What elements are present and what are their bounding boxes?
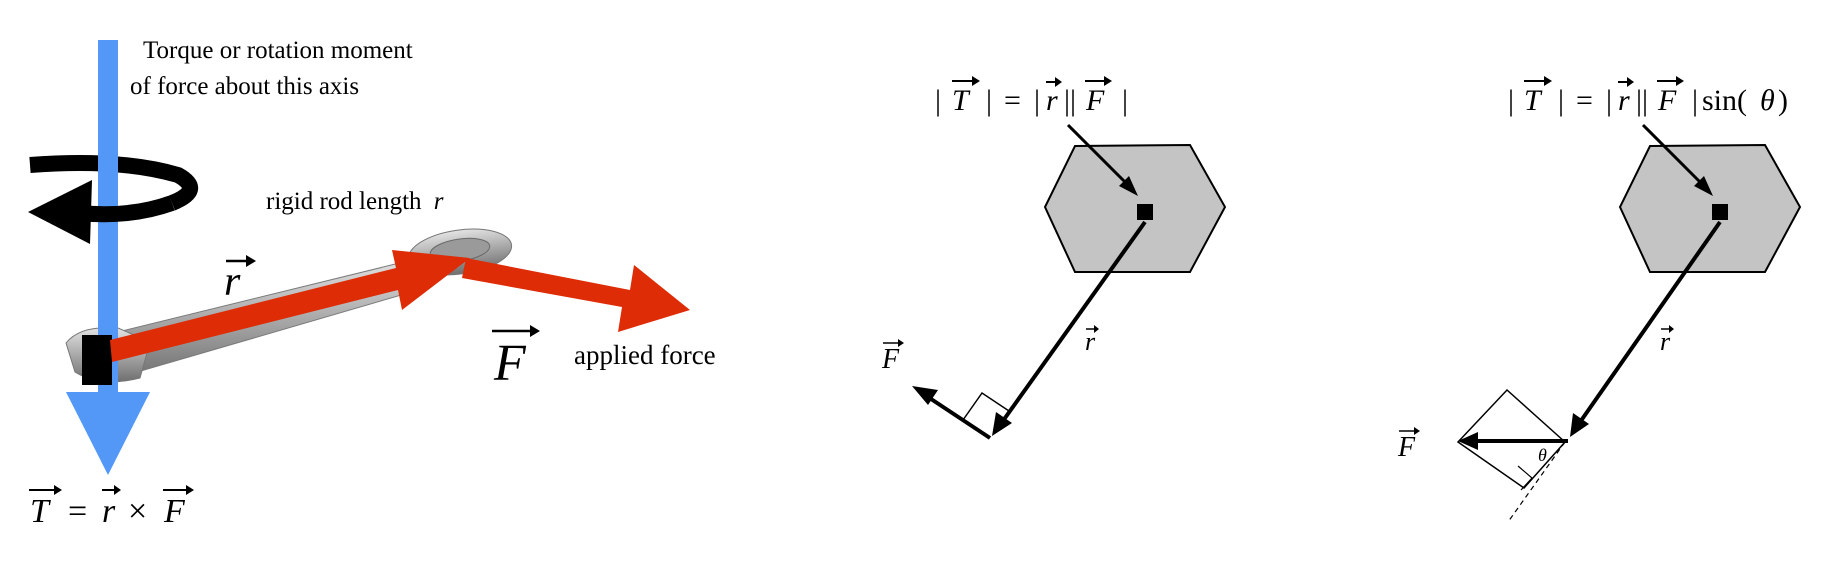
force-vector-arrow — [462, 258, 690, 332]
svg-text:F: F — [493, 335, 527, 392]
r-vector-label: r — [224, 255, 256, 305]
right-formula: | T | = | r || F | sin( θ ) — [1508, 76, 1788, 117]
perpendicular-force-panel: | T | = | r || F | r — [881, 76, 1227, 440]
svg-text:sin(: sin( — [1702, 84, 1747, 117]
middle-r-label: r — [1085, 327, 1096, 356]
r-vector-arrow — [110, 250, 470, 362]
middle-pivot — [1137, 204, 1153, 220]
middle-f-label: F — [881, 344, 900, 375]
svg-text:T: T — [1524, 84, 1543, 117]
svg-text:|: | — [1692, 84, 1698, 117]
svg-text:|: | — [986, 84, 992, 117]
svg-text:): ) — [1778, 84, 1788, 117]
svg-text:θ: θ — [1760, 84, 1775, 117]
svg-text:F: F — [163, 493, 186, 530]
svg-text:F: F — [1085, 84, 1105, 117]
axis-caption-line1: Torque or rotation moment — [143, 37, 413, 64]
middle-r-vector — [998, 220, 1147, 427]
wrench-panel: Torque or rotation moment of force about… — [28, 37, 716, 530]
torque-cross-product-formula: T = r × F — [29, 485, 194, 530]
rotation-arrowhead — [28, 180, 92, 244]
rotation-arrow-front — [79, 195, 175, 223]
svg-text:|: | — [1122, 84, 1128, 117]
axis-caption-line2: of force about this axis — [130, 73, 359, 100]
svg-text:T: T — [30, 493, 51, 530]
svg-text:F: F — [1657, 84, 1677, 117]
svg-text:|: | — [1606, 84, 1612, 117]
right-hexagon — [1618, 143, 1802, 273]
right-f-label: F — [1397, 432, 1416, 463]
svg-text:|: | — [935, 84, 941, 117]
right-right-angle — [1517, 465, 1533, 491]
rotation-arrow-back — [29, 154, 198, 211]
svg-text:=: = — [1004, 84, 1021, 117]
right-r-label: r — [1660, 327, 1671, 356]
middle-force-vector — [923, 393, 992, 440]
svg-text:=: = — [68, 493, 87, 530]
middle-formula: | T | = | r || F | — [935, 76, 1128, 117]
angled-force-panel: | T | = | r || F | sin( θ ) r — [1397, 76, 1802, 523]
right-pivot — [1712, 204, 1728, 220]
svg-text:r: r — [1046, 84, 1058, 117]
rod-caption: rigid rod length r — [266, 188, 444, 215]
svg-text:T: T — [952, 84, 971, 117]
force-caption: applied force — [574, 340, 716, 370]
f-vector-label: F — [492, 325, 540, 392]
right-r-vector — [1576, 220, 1722, 427]
svg-text:||: || — [1636, 84, 1648, 117]
rotation-axis-arrowhead — [66, 392, 150, 475]
svg-text:||: || — [1064, 84, 1076, 117]
svg-text:×: × — [128, 493, 147, 530]
middle-right-angle — [962, 391, 1010, 421]
svg-text:=: = — [1576, 84, 1593, 117]
svg-text:|: | — [1558, 84, 1564, 117]
middle-hexagon — [1043, 143, 1227, 273]
svg-text:r: r — [102, 493, 116, 530]
pivot-block — [82, 335, 112, 385]
right-pointer-arrow — [1641, 123, 1705, 187]
right-r-extension — [1507, 441, 1566, 523]
svg-text:|: | — [1508, 84, 1514, 117]
svg-text:r: r — [224, 259, 241, 305]
svg-text:|: | — [1034, 84, 1040, 117]
svg-text:r: r — [1618, 84, 1630, 117]
right-angle-label: θ — [1538, 445, 1547, 465]
middle-pointer-arrow — [1066, 123, 1130, 187]
